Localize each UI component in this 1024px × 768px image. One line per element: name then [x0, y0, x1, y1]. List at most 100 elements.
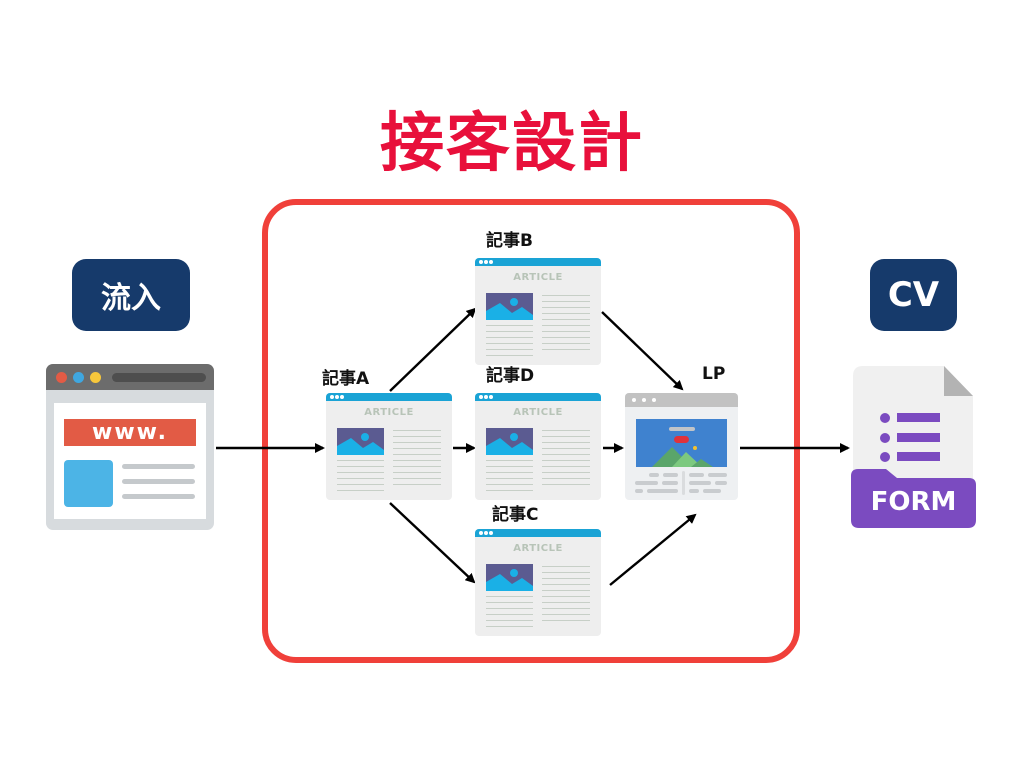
article-titlebar [475, 529, 601, 537]
lp-text-pill [689, 481, 711, 485]
article-heading: ARTICLE [513, 272, 563, 283]
article-text-line [542, 448, 590, 449]
browser-text-line [122, 494, 195, 499]
arrow-article-a-to-c [389, 502, 476, 584]
lp-cta-button [674, 436, 689, 443]
article-text-line [393, 442, 441, 443]
lp-text-pill [635, 489, 643, 493]
article-text-line [542, 590, 590, 591]
article-a-card: ARTICLE [326, 393, 452, 500]
article-text-line [393, 478, 441, 479]
lp-heading-bar [669, 427, 695, 431]
article-text-line [393, 448, 441, 449]
article-heading: ARTICLE [513, 407, 563, 418]
article-c-card: ARTICLE [475, 529, 601, 636]
arrow-article-a-to-b [389, 307, 477, 392]
lp-divider [682, 471, 685, 495]
article-text-line [486, 343, 533, 344]
article-text-line [337, 484, 384, 485]
article-image-sun [510, 298, 518, 306]
lp-text-pill [662, 481, 678, 485]
article-text-line [486, 472, 533, 473]
article-text-line [393, 454, 441, 455]
article-image-mountains [486, 438, 533, 455]
article-text-line [486, 337, 533, 338]
article-text-line [337, 478, 384, 479]
article-text-line [542, 466, 590, 467]
form-document-shape [851, 366, 976, 528]
browser-image-block [64, 460, 113, 507]
article-text-line [542, 301, 590, 302]
article-text-line [486, 484, 533, 485]
article-heading: ARTICLE [513, 543, 563, 554]
article-text-line [542, 608, 590, 609]
article-text-line [486, 466, 533, 467]
article-text-line [542, 566, 590, 567]
article-text-line [393, 430, 441, 431]
lp-mountains [652, 447, 713, 467]
lp-titlebar [625, 393, 738, 407]
article-text-line [542, 620, 590, 621]
browser-close-dot [56, 372, 67, 383]
lp-sun [693, 446, 697, 450]
browser-url-text: www. [64, 419, 196, 446]
article-text-line [337, 466, 384, 467]
article-text-line [486, 620, 533, 621]
lp-hero-image [636, 419, 727, 467]
article-text-line [393, 484, 441, 485]
article-text-line [486, 355, 533, 356]
article-b-label: 記事B [486, 231, 533, 251]
article-d-label: 記事D [486, 366, 535, 386]
article-titlebar [475, 393, 601, 401]
article-heading: ARTICLE [364, 407, 414, 418]
customer-journey-frame [262, 199, 800, 663]
article-image [486, 293, 533, 320]
article-text-line [542, 442, 590, 443]
browser-text-line [122, 479, 195, 484]
article-text-line [542, 325, 590, 326]
article-text-line [542, 454, 590, 455]
article-text-line [542, 349, 590, 350]
article-text-line [542, 472, 590, 473]
lp-label: LP [702, 364, 726, 384]
lp-text-pill [647, 489, 678, 493]
form-label: FORM [870, 487, 957, 517]
article-text-line [542, 584, 590, 585]
article-text-line [542, 572, 590, 573]
arrow-article-c-to-lp [609, 513, 697, 586]
lp-text-pill [649, 473, 659, 477]
lp-text-pill [715, 481, 727, 485]
article-text-line [486, 614, 533, 615]
landing-page-icon [625, 393, 738, 500]
article-a-label: 記事A [322, 369, 370, 389]
article-d-card: ARTICLE [475, 393, 601, 500]
article-text-line [542, 331, 590, 332]
article-text-line [393, 472, 441, 473]
article-text-line [337, 472, 384, 473]
diagram-title: 接客設計 [380, 107, 644, 181]
article-text-line [542, 484, 590, 485]
article-image-mountains [486, 303, 533, 320]
article-image [337, 428, 384, 455]
article-text-line [542, 313, 590, 314]
article-text-line [542, 337, 590, 338]
article-text-line [337, 460, 384, 461]
article-text-line [486, 331, 533, 332]
article-text-line [486, 325, 533, 326]
article-text-line [486, 602, 533, 603]
article-text-line [542, 343, 590, 344]
article-image [486, 564, 533, 591]
article-text-line [486, 596, 533, 597]
lp-text-pill [708, 473, 727, 477]
article-image-sun [510, 433, 518, 441]
article-text-line [542, 614, 590, 615]
arrow-article-b-to-lp [601, 311, 684, 391]
article-c-label: 記事C [492, 505, 539, 525]
article-text-line [542, 307, 590, 308]
article-text-line [486, 626, 533, 627]
article-titlebar [475, 258, 601, 266]
lp-text-pill [635, 481, 658, 485]
article-text-line [542, 460, 590, 461]
article-text-line [542, 436, 590, 437]
